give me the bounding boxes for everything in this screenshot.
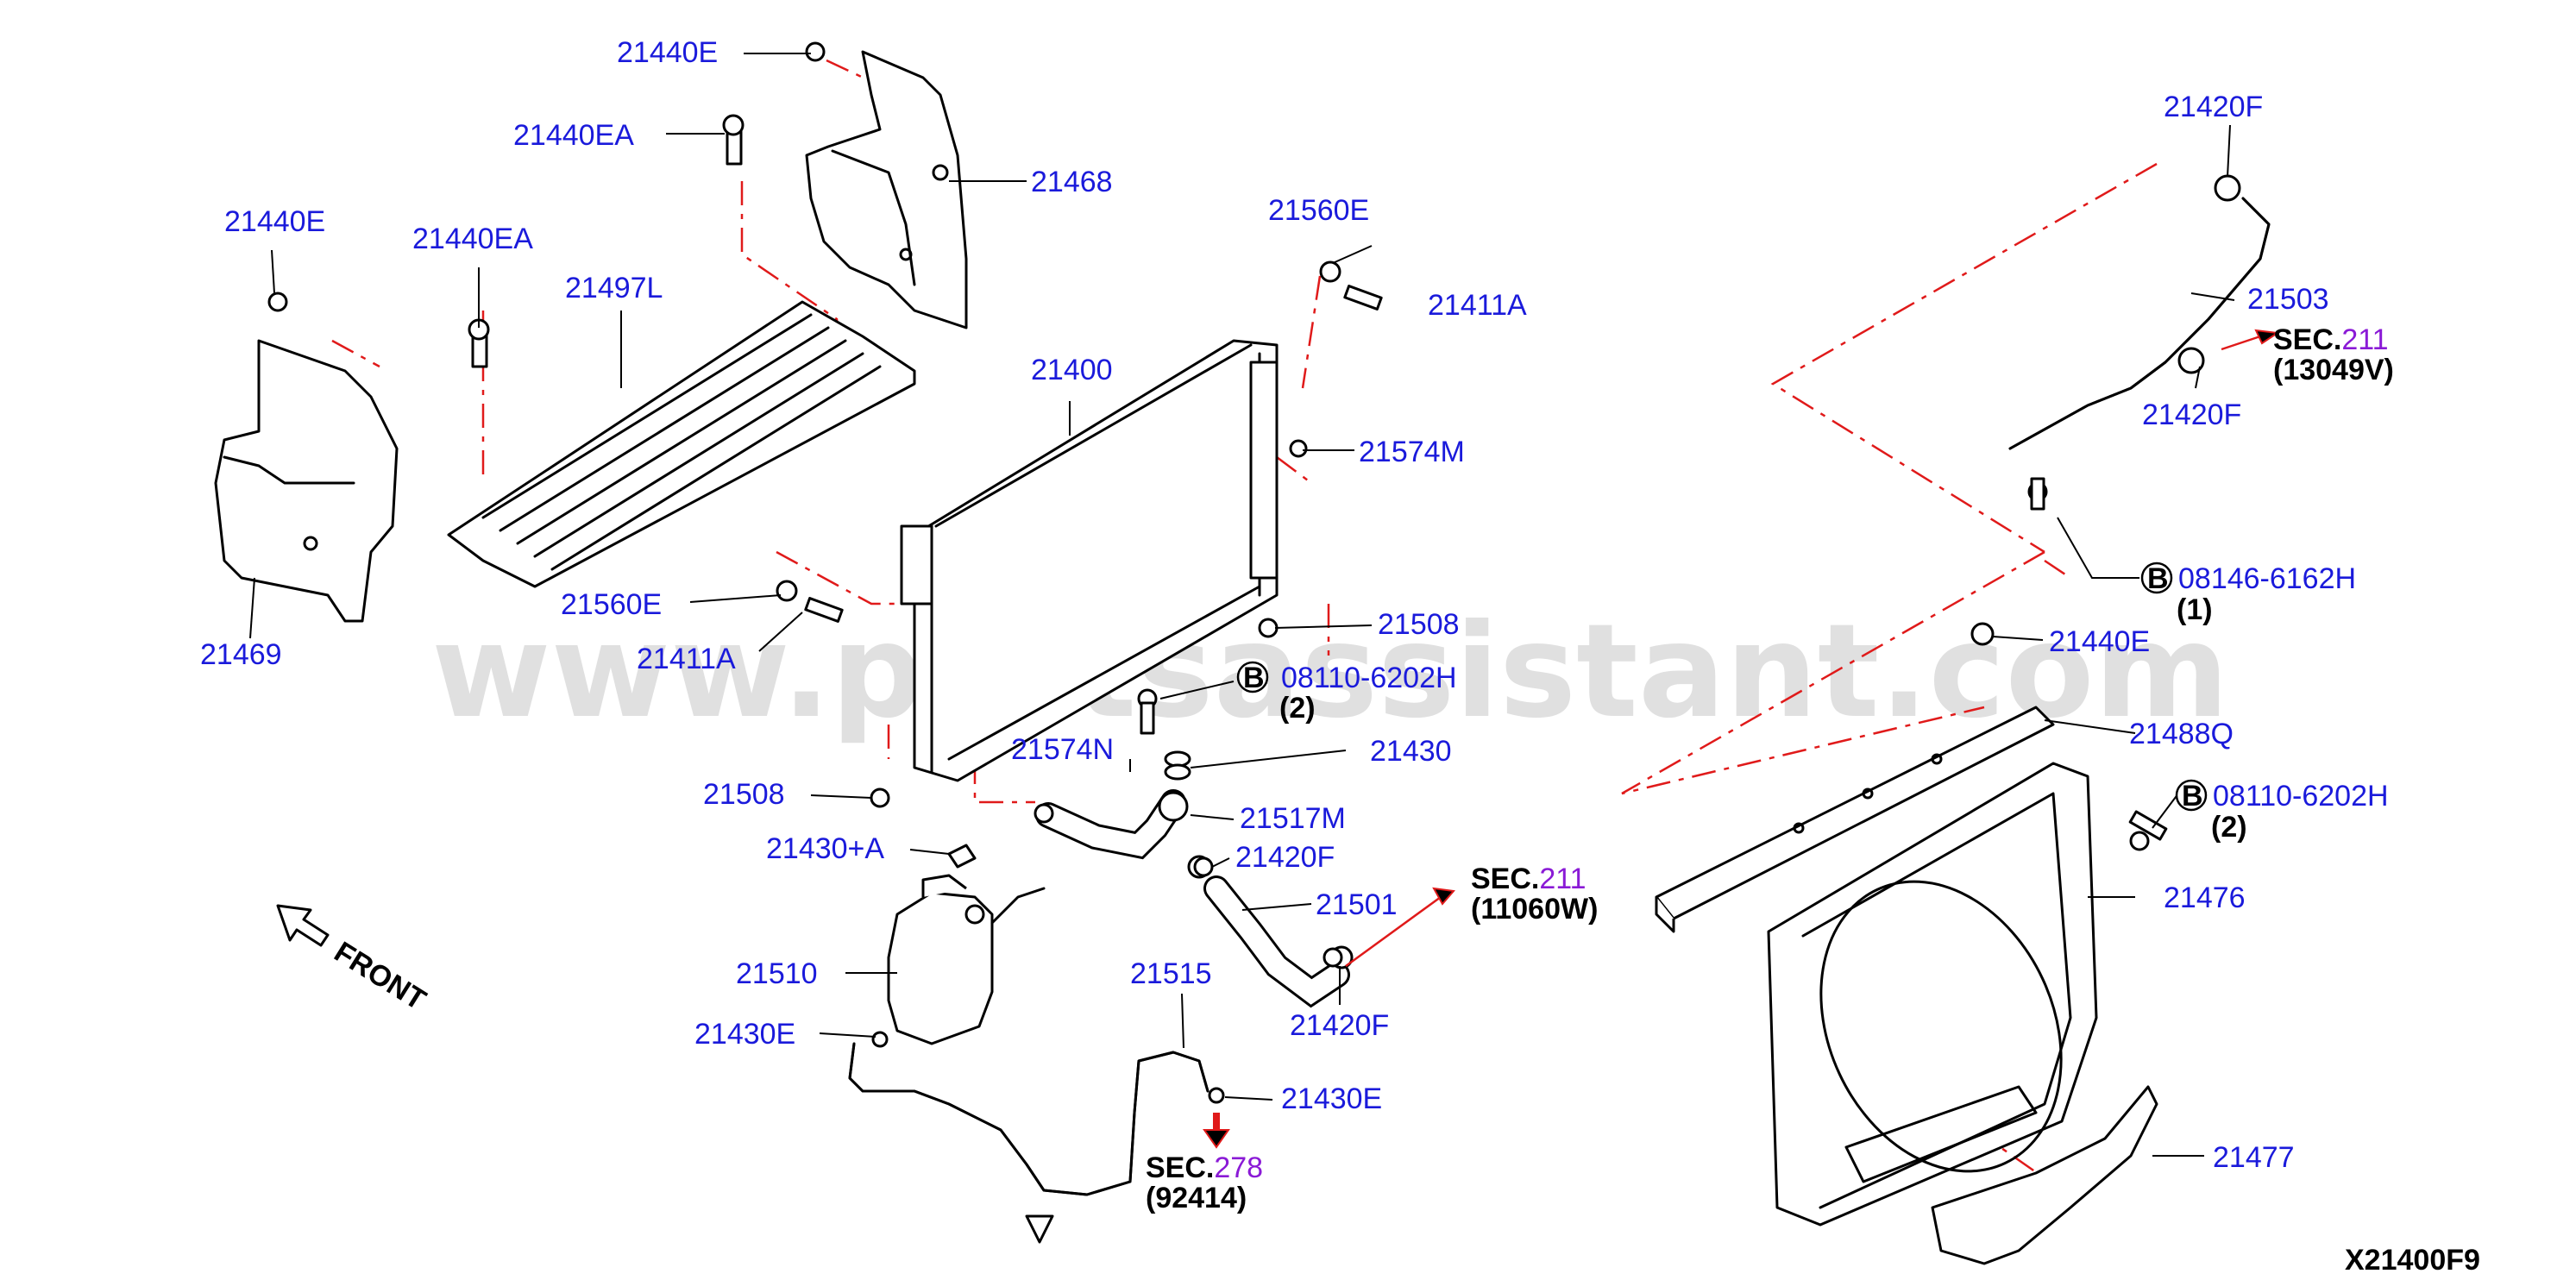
sec-2-prefix: SEC. bbox=[1471, 863, 1539, 895]
fasteners bbox=[267, 41, 2168, 1104]
label-21508-left[interactable]: 21508 bbox=[703, 778, 785, 811]
label-21420F-right[interactable]: 21420F bbox=[2142, 398, 2241, 431]
b-marker-3 bbox=[2175, 779, 2208, 812]
part-labels: 21440E 21440EA 21468 21440E 21440EA 2149… bbox=[200, 36, 2389, 1174]
assembly-dash-lines bbox=[331, 59, 2158, 1192]
label-21503[interactable]: 21503 bbox=[2247, 283, 2329, 316]
sec-1-prefix: SEC. bbox=[2273, 323, 2341, 356]
label-08110-6202H-mid[interactable]: 08110-6202H bbox=[1281, 662, 1457, 694]
label-21476[interactable]: 21476 bbox=[2164, 882, 2246, 914]
label-21400[interactable]: 21400 bbox=[1031, 354, 1113, 386]
label-21411A-top[interactable]: 21411A bbox=[1428, 289, 1527, 322]
label-21440EA-left[interactable]: 21440EA bbox=[412, 223, 533, 255]
svg-text:SEC.278: SEC.278 bbox=[1146, 1151, 1263, 1184]
lower-hose-21501-shape bbox=[1187, 855, 1354, 1008]
sec-arrows bbox=[1203, 329, 2280, 1149]
sec-reference-2[interactable]: SEC.211 (11060W) bbox=[1471, 863, 1598, 925]
upper-shroud-21497L-shape bbox=[447, 300, 916, 588]
lower-shroud-21477-shape bbox=[1931, 1085, 2158, 1265]
label-21477[interactable]: 21477 bbox=[2213, 1141, 2295, 1174]
label-21497L[interactable]: 21497L bbox=[565, 272, 663, 304]
bracket-21469-shape bbox=[214, 339, 399, 623]
label-21440EA-top[interactable]: 21440EA bbox=[513, 119, 634, 152]
sec-reference-3[interactable]: SEC.278 (92414) bbox=[1146, 1151, 1263, 1214]
reservoir-tank-21510-shape bbox=[887, 874, 1046, 1045]
b-marker-1-letter: B bbox=[1243, 662, 1265, 694]
label-21430E-left[interactable]: 21430E bbox=[694, 1018, 795, 1051]
label-21488Q[interactable]: 21488Q bbox=[2129, 718, 2234, 750]
svg-text:SEC.211: SEC.211 bbox=[2273, 323, 2389, 356]
label-21515[interactable]: 21515 bbox=[1130, 957, 1212, 990]
diagram-id: X21400F9 bbox=[2345, 1244, 2480, 1277]
label-08146-6162H[interactable]: 08146-6162H bbox=[2178, 562, 2356, 595]
label-21430E-right[interactable]: 21430E bbox=[1281, 1082, 1382, 1115]
sec-reference-1[interactable]: SEC.211 (13049V) bbox=[2273, 323, 2394, 386]
sec-2-code: (11060W) bbox=[1471, 893, 1598, 925]
label-21501[interactable]: 21501 bbox=[1316, 888, 1398, 921]
label-21440E-top[interactable]: 21440E bbox=[617, 36, 718, 69]
label-21430A[interactable]: 21430+A bbox=[766, 832, 884, 865]
label-21420F-low[interactable]: 21420F bbox=[1290, 1009, 1389, 1042]
label-21517M[interactable]: 21517M bbox=[1240, 802, 1346, 835]
radiator-21400-shape bbox=[900, 339, 1279, 782]
reservoir-hose-21515-shape bbox=[848, 1042, 1209, 1244]
sec-1-code: (13049V) bbox=[2273, 354, 2394, 386]
label-21508-right[interactable]: 21508 bbox=[1378, 608, 1460, 641]
leader-lines bbox=[249, 53, 2235, 1157]
label-08110-6202H-mid-qty: (2) bbox=[1279, 692, 1316, 725]
b-marker-1 bbox=[1236, 661, 1269, 693]
upper-support-21488Q-shape bbox=[1655, 706, 2055, 933]
front-label: FRONT bbox=[329, 936, 432, 1017]
b-marker-3-letter: B bbox=[2182, 780, 2203, 813]
connector-hose-21517M-shape bbox=[1035, 789, 1189, 860]
sec-3-code: (92414) bbox=[1146, 1182, 1247, 1214]
label-21560E-top[interactable]: 21560E bbox=[1268, 194, 1369, 227]
watermark: www.partsassistant.com bbox=[431, 597, 2229, 747]
label-21560E-mid[interactable]: 21560E bbox=[561, 588, 662, 621]
label-21440E-right[interactable]: 21440E bbox=[2049, 625, 2150, 658]
label-21469[interactable]: 21469 bbox=[200, 638, 282, 671]
label-08146-6162H-qty: (1) bbox=[2177, 593, 2213, 626]
label-08110-6202H-right-qty: (2) bbox=[2211, 811, 2247, 844]
fan-shroud-21476-shape bbox=[1767, 762, 2098, 1227]
b-marker-2-letter: B bbox=[2147, 562, 2169, 595]
front-arrow: FRONT bbox=[276, 904, 432, 1017]
label-21420F-top[interactable]: 21420F bbox=[2164, 91, 2263, 123]
upper-hose-21503-shape bbox=[2008, 174, 2271, 450]
label-21510[interactable]: 21510 bbox=[736, 957, 818, 990]
b-marker-2 bbox=[2140, 562, 2173, 594]
sec-3-number: 278 bbox=[1214, 1151, 1263, 1184]
bracket-21468-shape bbox=[805, 50, 968, 329]
label-21574N[interactable]: 21574N bbox=[1011, 733, 1114, 766]
label-21420F-mid[interactable]: 21420F bbox=[1235, 841, 1335, 874]
label-21574M[interactable]: 21574M bbox=[1359, 436, 1465, 468]
sec-2-number: 211 bbox=[1539, 863, 1586, 895]
label-21411A-mid[interactable]: 21411A bbox=[637, 643, 736, 675]
label-21440E-left[interactable]: 21440E bbox=[224, 205, 325, 238]
sec-1-number: 211 bbox=[2341, 323, 2388, 356]
sec-3-prefix: SEC. bbox=[1146, 1151, 1214, 1184]
label-21430[interactable]: 21430 bbox=[1370, 735, 1452, 768]
label-21468[interactable]: 21468 bbox=[1031, 166, 1113, 198]
label-08110-6202H-right[interactable]: 08110-6202H bbox=[2213, 780, 2389, 813]
svg-text:SEC.211: SEC.211 bbox=[1471, 863, 1586, 895]
